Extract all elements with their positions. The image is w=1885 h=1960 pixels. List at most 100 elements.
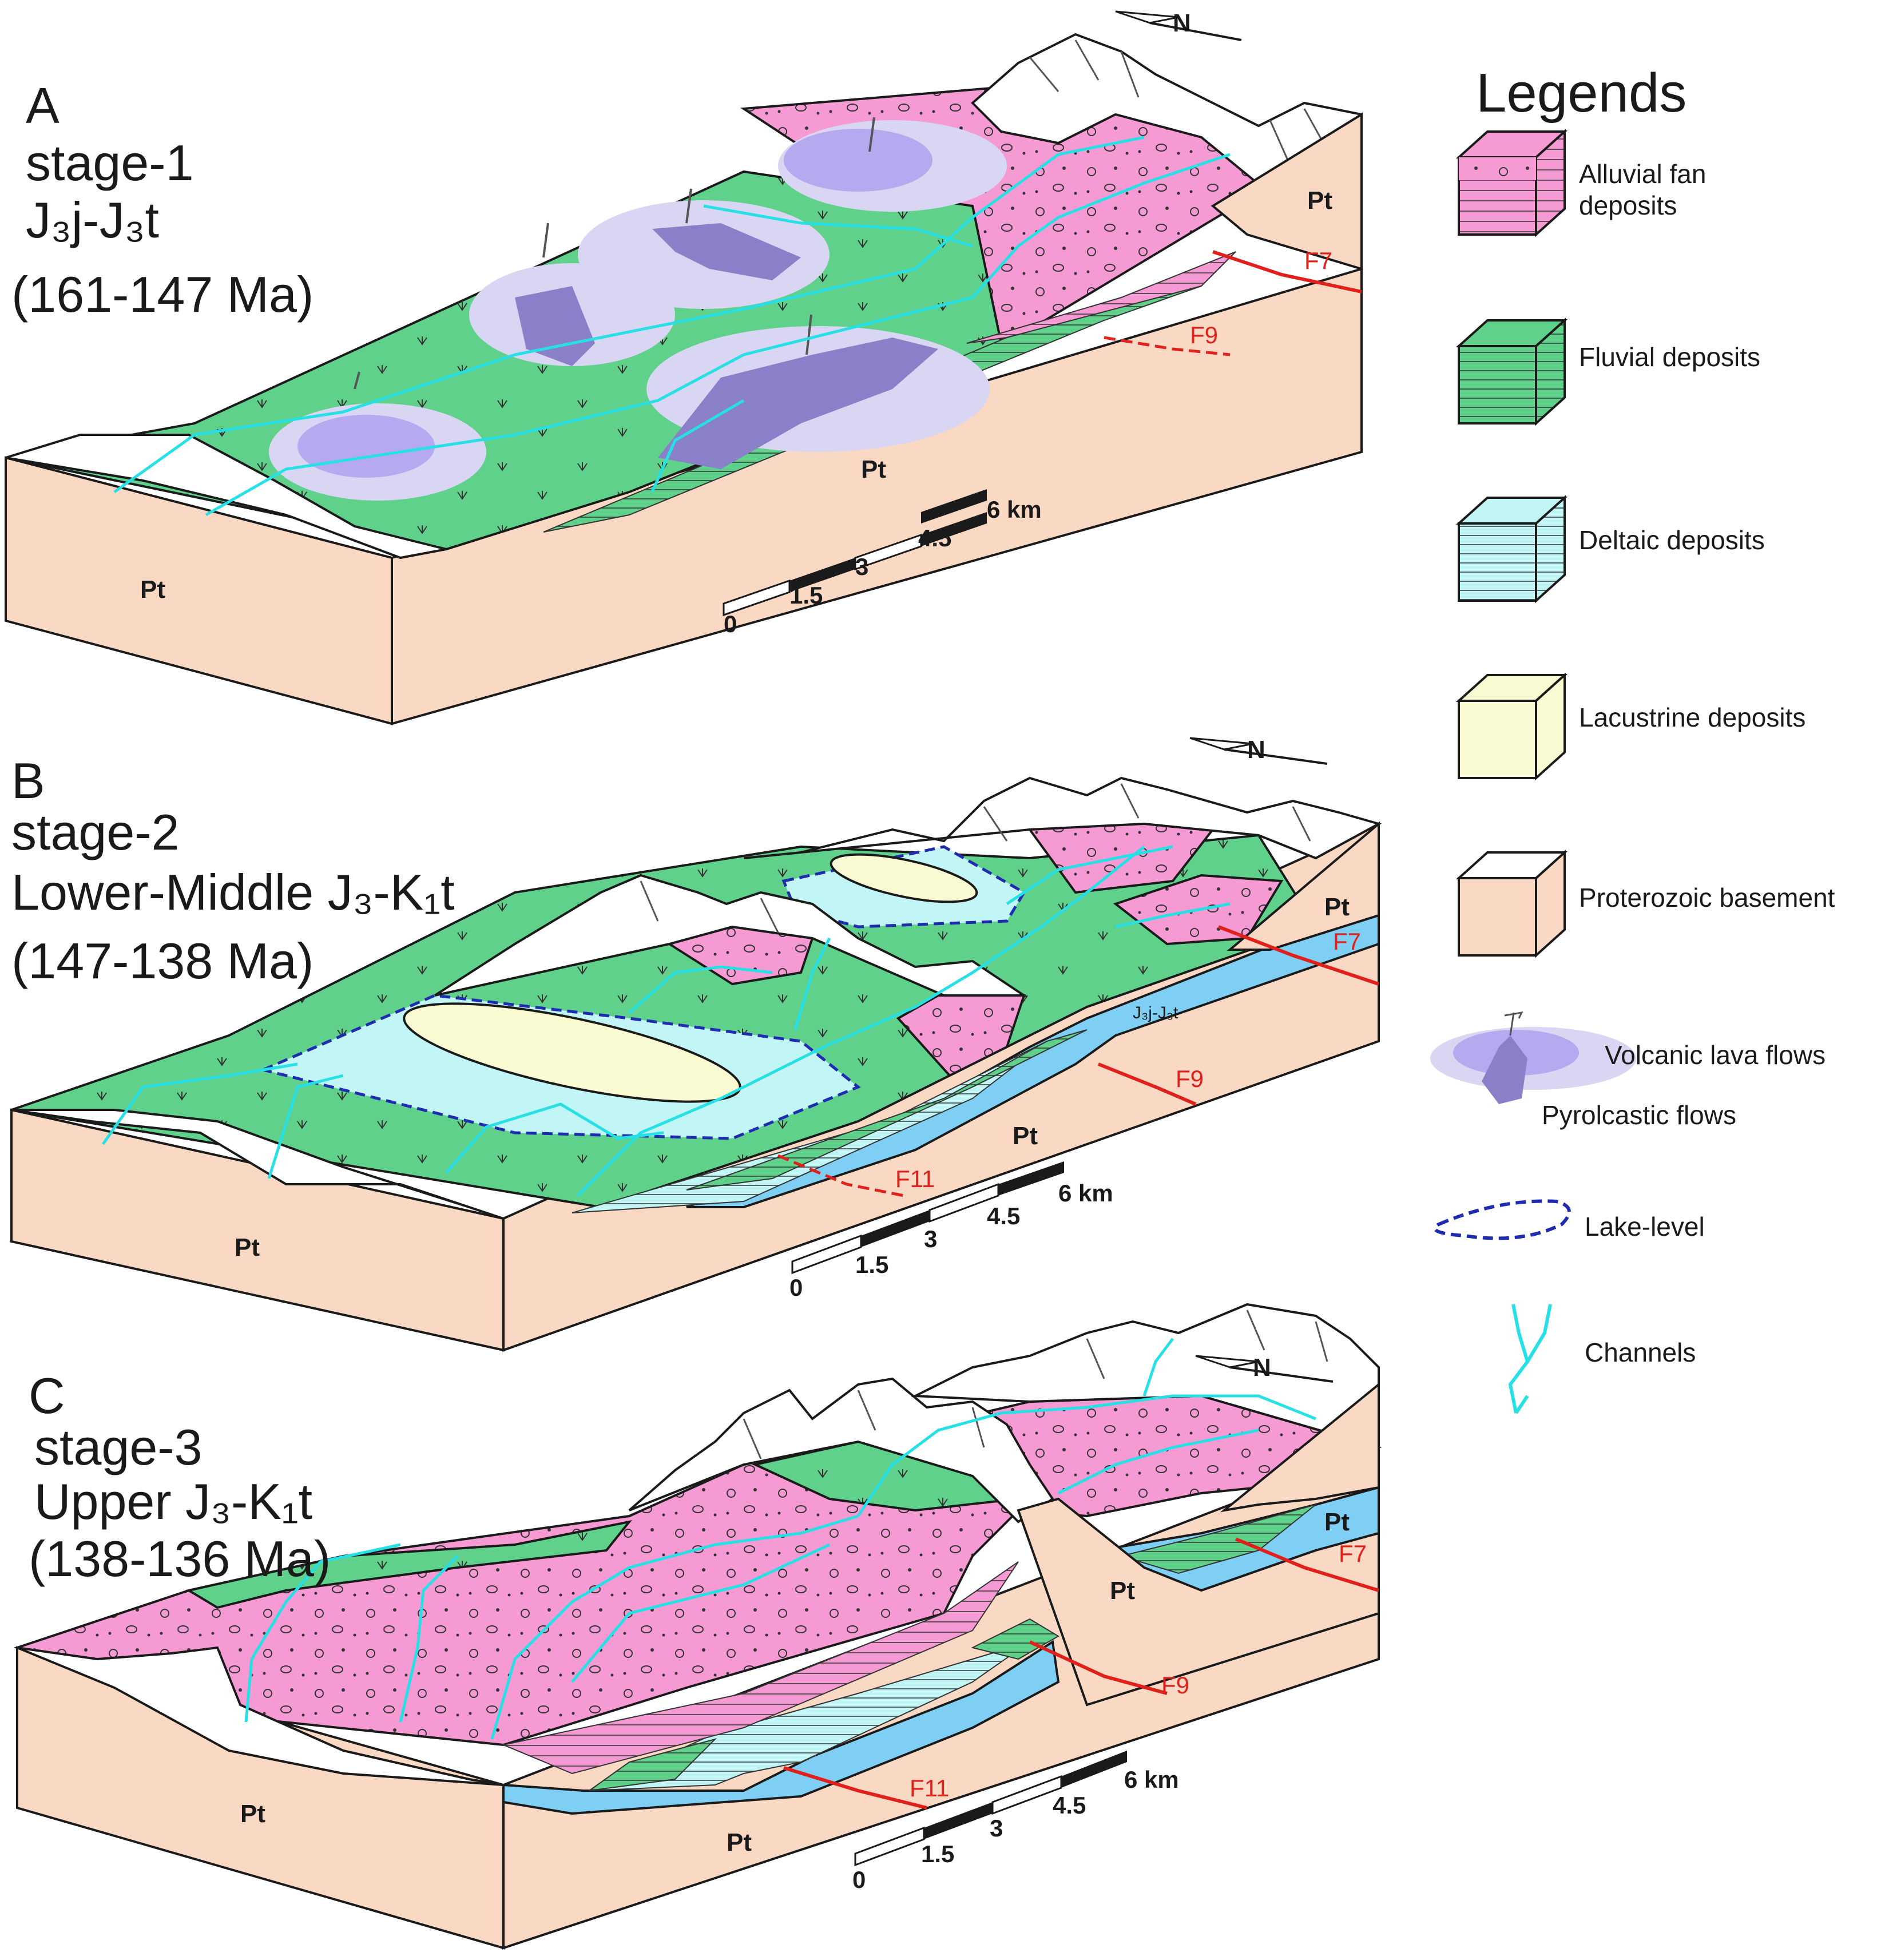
panel-b-scale-tick-4-5: 4.5	[987, 1203, 1020, 1229]
legend-title: Legends	[1476, 62, 1686, 124]
panel-b-formation: Lower-Middle J₃-K₁t	[11, 864, 455, 921]
panel-c-fault-f11	[783, 1766, 927, 1810]
legend-deltaic-swatch	[1455, 495, 1568, 604]
panel-c-basin-fluvial	[589, 1738, 717, 1791]
panel-c-fault-f7	[1235, 1537, 1379, 1592]
legend-volcanic-icon	[1430, 1011, 1636, 1104]
panel-b-lacustrine-upper	[830, 853, 978, 903]
panel-c-channels	[244, 1338, 1316, 1740]
panel-b-letter: B	[11, 752, 45, 809]
panel-c-letter: C	[29, 1367, 65, 1424]
panel-c-basin-fluvial-east	[971, 1618, 1059, 1660]
panel-c-fault-f9	[1029, 1640, 1168, 1695]
panel-b-scale-tick-3: 3	[924, 1225, 937, 1252]
panel-c-scale-bar: 0 1.5 3 4.5 6 km	[852, 1751, 1179, 1893]
panel-b-age: (147-138 Ma)	[11, 933, 313, 989]
legend-volcanic-label: Volcanic lava flows	[1605, 1040, 1826, 1070]
legend-alluvial-swatch	[1455, 129, 1568, 237]
legend-deltaic-label: Deltaic deposits	[1579, 525, 1765, 555]
panel-b-basement-label-end: Pt	[1324, 893, 1350, 921]
panel-a-age: (161-147 Ma)	[11, 266, 313, 323]
panel-b: B stage-2 Lower-Middle J₃-K₁t (147-138 M…	[10, 736, 1382, 1352]
panel-a-letter: A	[26, 77, 59, 134]
panel-c-basement-wedge-east	[1220, 1382, 1380, 1513]
legend-lake-level-label: Lake-level	[1585, 1212, 1705, 1241]
panel-c-basement-label-end: Pt	[1324, 1508, 1350, 1536]
panel-c-basement-label-side: Pt	[727, 1828, 752, 1856]
panel-a-fault-f9-label: F9	[1190, 322, 1218, 348]
panel-a-mountains-left	[5, 434, 447, 560]
panel-a-north-arrow: N	[1115, 9, 1242, 41]
panel-b-basement-label-front: Pt	[235, 1233, 260, 1261]
legend-lake-level-icon	[1433, 1199, 1571, 1240]
panel-a-mountains-right	[971, 33, 1363, 272]
panel-a-fault-f7-label: F7	[1304, 247, 1332, 274]
legend-lacustrine-label: Lacustrine deposits	[1579, 703, 1805, 732]
panel-b-scale-tick-0: 0	[789, 1274, 803, 1301]
svg-text:N: N	[1247, 736, 1265, 764]
panel-a-basement-wedge	[1211, 112, 1363, 271]
panel-a-basement-label-end: Pt	[1307, 187, 1332, 215]
panel-a-stage: stage-1	[26, 134, 194, 191]
panel-c-formation: Upper J₃-K₁t	[34, 1473, 312, 1530]
panel-a-channels	[113, 136, 1231, 517]
panel-b-scale-tick-1-5: 1.5	[855, 1251, 888, 1278]
legend-channels-label: Channels	[1585, 1338, 1696, 1367]
panel-b-fault-f7	[1217, 925, 1379, 986]
panel-b-fault-f9-label: F9	[1176, 1065, 1204, 1092]
panel-a: A stage-1 J₃j-J₃t (161-147 Ma) Pt Pt Pt …	[5, 9, 1363, 725]
panel-c-scale-end: 6 km	[1124, 1766, 1179, 1793]
panel-a-fault-f9	[1104, 336, 1231, 356]
panel-b-fault-f7-label: F7	[1333, 928, 1361, 955]
panel-a-scale-tick-1-5: 1.5	[789, 582, 823, 609]
panel-b-stage: stage-2	[11, 804, 180, 860]
panel-a-alluvial-section	[966, 251, 1236, 344]
panel-c-scale-tick-4-5: 4.5	[1053, 1792, 1086, 1819]
legend-basement-label: Proterozoic basement	[1579, 883, 1835, 912]
panel-a-basement-label-front: Pt	[140, 576, 165, 604]
legend-alluvial-label-1: Alluvial fan	[1579, 159, 1706, 189]
panel-a-scale-end: 6 km	[987, 496, 1042, 523]
panel-b-unit-label: J₃j-J₃t	[1133, 1003, 1178, 1022]
panel-b-scale-bar: 0 1.5 3 4.5 6 km	[789, 1161, 1113, 1301]
panel-c-basin-lower	[502, 1640, 1060, 1815]
panel-b-fault-f11-label: F11	[895, 1165, 935, 1192]
panel-c-scale-tick-1-5: 1.5	[921, 1840, 954, 1867]
legend-basement-swatch	[1455, 850, 1568, 958]
panel-a-scale-tick-3: 3	[855, 553, 868, 580]
panel-c-basement-label-mid: Pt	[1110, 1577, 1135, 1605]
panel-b-alluvial-fans	[666, 811, 1284, 1077]
panel-c-scale-tick-3: 3	[990, 1815, 1003, 1842]
panel-a-fault-f7	[1212, 250, 1362, 293]
panel-c-alluvial-section	[501, 1561, 1019, 1775]
panel-a-side-face	[391, 267, 1363, 725]
panel-c-fault-f11-label: F11	[910, 1775, 949, 1802]
panel-a-scale-bar: 0 1.5 3 4.5 6 km	[723, 489, 1042, 637]
panel-b-channels	[101, 845, 1231, 1197]
panel-c-mountains	[17, 1303, 1380, 1786]
legend: Legends Alluvial fan deposits Fluvial de…	[1430, 62, 1835, 1414]
legend-fluvial-swatch	[1455, 318, 1568, 426]
panel-a-scale-tick-4-5: 4.5	[918, 525, 951, 552]
panel-b-fault-f11	[777, 1154, 904, 1197]
legend-fluvial-label: Fluvial deposits	[1579, 342, 1760, 372]
panel-c-basin-upper-fluvial	[1119, 1504, 1316, 1574]
panel-c-age: (138-136 Ma)	[29, 1530, 331, 1587]
svg-text:N: N	[1253, 1354, 1271, 1382]
panel-b-basement-label-side: Pt	[1013, 1122, 1038, 1150]
panel-a-volcanoes	[269, 117, 1007, 501]
legend-lacustrine-swatch	[1455, 672, 1568, 781]
panel-b-scale-end: 6 km	[1058, 1180, 1113, 1207]
panel-b-north-arrow: N	[1189, 736, 1328, 765]
panel-c-fault-f7-label: F7	[1339, 1540, 1367, 1567]
panel-c: C stage-3 Upper J₃-K₁t (138-136 Ma) Pt P…	[13, 1303, 1382, 1950]
panel-a-formation: J₃j-J₃t	[26, 192, 159, 248]
panel-c-basement-wedge-mid	[1017, 1497, 1380, 1707]
legend-pyroclastic-label: Pyrolcastic flows	[1542, 1100, 1736, 1130]
svg-text:N: N	[1173, 9, 1191, 37]
panel-c-fault-f9-label: F9	[1161, 1672, 1189, 1699]
panel-c-basement-label-front: Pt	[240, 1800, 265, 1828]
panel-b-fault-f9	[1097, 1062, 1197, 1106]
panel-a-scale-tick-0: 0	[724, 610, 737, 637]
